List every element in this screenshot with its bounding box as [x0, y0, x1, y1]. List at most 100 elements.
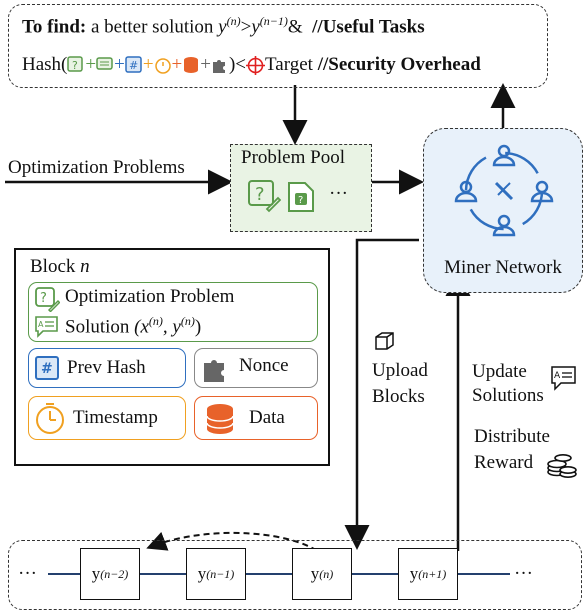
to-find-label: To find:: [22, 16, 87, 38]
cube-icon: [375, 332, 394, 350]
data-label: Data: [249, 407, 285, 428]
miner-network[interactable]: Miner Network: [423, 128, 583, 293]
objective-line-1: To find: a better solution y(n)>y(n−1)& …: [22, 14, 425, 38]
coins-icon: [547, 454, 577, 478]
solution-icon: [96, 57, 113, 70]
solution-icon: A: [551, 366, 576, 391]
solution-expr-end: ): [194, 316, 202, 338]
blockchain: [8, 540, 582, 610]
hash-icon: #: [125, 56, 142, 73]
chain-block-base: y: [91, 564, 101, 583]
hash-prefix: Hash(: [22, 54, 68, 75]
puzzle-icon: [212, 60, 225, 73]
problem-pool-ellipsis: ···: [329, 183, 348, 204]
distribute-line-1: Distribute: [474, 426, 550, 447]
plus-4: +: [171, 54, 183, 75]
problem-edit-icon: ?: [248, 180, 281, 213]
svg-text:?: ?: [298, 195, 303, 206]
chain-block[interactable]: y(n−1): [186, 548, 246, 600]
target-icon: [246, 55, 266, 75]
objective-box: [8, 4, 548, 88]
database-icon: [184, 57, 199, 73]
hash-suffix: )<: [228, 54, 247, 75]
chain-block-base: y: [409, 564, 419, 583]
database-icon: [206, 404, 234, 434]
chain-block-base: y: [310, 564, 320, 583]
solution-expr-x: (x: [134, 316, 149, 338]
upload-label: Upload Blocks: [372, 358, 428, 410]
chain-block-sup: (n): [319, 566, 334, 581]
svg-text:#: #: [129, 59, 138, 72]
upload-line-2: Blocks: [372, 386, 425, 407]
solution-label: Solution (x(n), y(n)): [65, 314, 201, 338]
svg-text:?: ?: [255, 184, 265, 205]
miner-network-icon: [454, 144, 554, 237]
expr-y-prev: y: [251, 16, 260, 38]
nonce-label: Nonce: [239, 355, 289, 376]
solution-sup-x: (n): [148, 314, 163, 328]
gt-sign: >: [240, 16, 252, 38]
block-title-text: Block: [30, 256, 76, 277]
update-label: Update Solutions: [472, 360, 544, 408]
svg-text:?: ?: [40, 291, 47, 306]
upload-line-1: Upload: [372, 360, 428, 381]
svg-text:?: ?: [72, 59, 78, 72]
chain-block-sup: (n+1): [418, 566, 447, 581]
distribute-label: Distribute Reward: [474, 424, 550, 476]
solution-text: Solution: [65, 316, 130, 338]
security-overhead-comment: //Security Overhead: [317, 54, 481, 75]
input-label: Optimization Problems: [8, 157, 185, 178]
to-find-text: a better solution: [91, 16, 214, 38]
chain-block-sup: (n−2): [100, 566, 129, 581]
expr-sup-n-1: (n−1): [259, 14, 288, 28]
solution-expr-y: , y: [162, 316, 181, 338]
plus-1: +: [85, 54, 97, 75]
solution-icon: A: [35, 316, 58, 338]
amp-sign: &: [287, 16, 303, 38]
timestamp-label: Timestamp: [73, 407, 158, 428]
block-title-var: n: [80, 256, 90, 277]
chain-right-ellipsis: ···: [514, 563, 533, 584]
block-title: Block n: [30, 256, 90, 278]
plus-5: +: [200, 54, 211, 75]
timestamp-card: Timestamp: [28, 396, 186, 440]
problem-solution-card: ? Optimization Problem A Solution (x(n),…: [28, 282, 318, 342]
expr-sup-n: (n): [226, 14, 241, 28]
useful-tasks-comment: //Useful Tasks: [312, 16, 425, 38]
chain-block-base: y: [197, 564, 207, 583]
update-line-2: Solutions: [472, 385, 544, 406]
nonce-card: Nonce: [194, 348, 318, 388]
miner-network-label: Miner Network: [444, 257, 562, 278]
plus-2: +: [114, 54, 125, 75]
solution-sup-y: (n): [180, 314, 195, 328]
prev-hash-card: # Prev Hash: [28, 348, 186, 388]
chain-block-sup: (n−1): [206, 566, 235, 581]
svg-text:A: A: [554, 371, 561, 381]
svg-text:A: A: [38, 320, 44, 329]
timer-icon: [154, 58, 171, 74]
chain-block[interactable]: y(n+1): [398, 548, 458, 600]
chain-left-ellipsis: ···: [18, 563, 37, 584]
data-card: Data: [194, 396, 318, 440]
puzzle-icon: [204, 360, 224, 382]
svg-text:#: #: [41, 361, 53, 377]
distribute-line-2: Reward: [474, 452, 534, 473]
chain-block[interactable]: y(n−2): [80, 548, 140, 600]
timer-icon: [36, 403, 64, 434]
plus-3: +: [142, 54, 154, 75]
problem-file-icon: ?: [288, 182, 314, 212]
objective-line-2: Hash( ? + + # + + + )< Target //Security…: [22, 54, 481, 76]
problem-edit-icon: ?: [35, 287, 60, 312]
arrow-upload-blocks: [344, 238, 419, 550]
problem-label: Optimization Problem: [65, 286, 235, 307]
problem-pool: Problem Pool ? ? ···: [230, 144, 372, 232]
target-label: Target: [265, 54, 313, 75]
update-line-1: Update: [472, 361, 527, 382]
block-detail: Block n ? Optimization Problem A Solutio…: [14, 248, 330, 466]
chain-block-current[interactable]: y(n): [292, 548, 352, 600]
hash-icon: #: [35, 356, 59, 380]
problem-pool-title: Problem Pool: [241, 147, 345, 168]
expr-y: y: [218, 16, 227, 38]
prev-hash-label: Prev Hash: [67, 357, 146, 378]
problem-edit-icon: ?: [67, 56, 84, 72]
